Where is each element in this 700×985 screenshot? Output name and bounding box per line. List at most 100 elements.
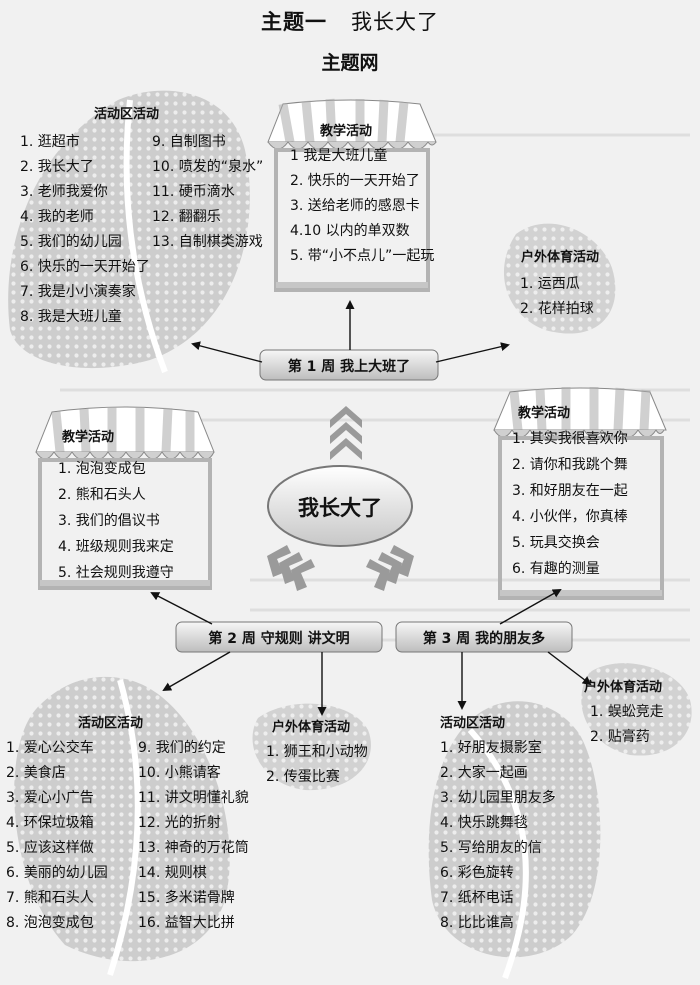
week3-outdoor-list: 1. 蜈蚣竞走 2. 贴膏药 bbox=[590, 700, 664, 750]
list-item: 1. 蜈蚣竞走 bbox=[590, 704, 664, 720]
list-item: 9. 自制图书 bbox=[152, 134, 226, 150]
list-item: 8. 比比谁高 bbox=[440, 915, 514, 931]
leaf-shape-week2-area bbox=[14, 676, 230, 976]
list-item: 1. 逛超市 bbox=[20, 134, 80, 150]
week2-area-list-col1: 1. 爱心公交车 2. 美食店 3. 爱心小广告 4. 环保垃圾箱 5. 应该这… bbox=[6, 736, 108, 936]
leaf-shape-week3-area bbox=[428, 701, 601, 980]
list-item: 2. 美食店 bbox=[6, 765, 66, 781]
week3-teaching-list: 1. 其实我很喜欢你 2. 请你和我跳个舞 3. 和好朋友在一起 4. 小伙伴，… bbox=[512, 426, 628, 582]
list-item: 4. 快乐跳舞毯 bbox=[440, 815, 528, 831]
chevron-down-right-icon bbox=[366, 545, 414, 591]
week3-teaching-heading: 教学活动 bbox=[518, 406, 571, 421]
list-item: 3. 幼儿园里朋友多 bbox=[440, 790, 556, 806]
list-item: 12. 翻翻乐 bbox=[152, 209, 221, 225]
list-item: 6. 快乐的一天开始了 bbox=[20, 259, 150, 275]
list-item: 5. 带“小不点儿”一起玩 bbox=[290, 248, 435, 264]
list-item: 1. 爱心公交车 bbox=[6, 740, 94, 756]
page-title: 主题一我长大了 bbox=[0, 6, 700, 36]
list-item: 4. 小伙伴，你真棒 bbox=[512, 509, 628, 525]
week1-outdoor-heading: 户外体育活动 bbox=[521, 250, 600, 265]
week1-area-list-col1: 1. 逛超市 2. 我长大了 3. 老师我爱你 4. 我的老师 5. 我们的幼儿… bbox=[20, 130, 150, 330]
list-item: 12. 光的折射 bbox=[138, 815, 221, 831]
theme-title: 我长大了 bbox=[351, 10, 439, 34]
leaf-shape-week3-outdoor bbox=[581, 663, 692, 756]
list-item: 16. 益智大比拼 bbox=[138, 915, 235, 931]
list-item: 2. 花样拍球 bbox=[520, 301, 594, 317]
list-item: 2. 请你和我跳个舞 bbox=[512, 457, 628, 473]
list-item: 15. 多米诺骨牌 bbox=[138, 890, 235, 906]
leaf-shape-week1-outdoor bbox=[503, 223, 616, 334]
list-item: 13. 神奇的万花筒 bbox=[138, 840, 249, 856]
week1-outdoor-list: 1. 运西瓜 2. 花样拍球 bbox=[520, 272, 594, 322]
week1-label: 第 1 周 我上大班了 bbox=[287, 359, 411, 375]
list-item: 2. 熊和石头人 bbox=[58, 487, 146, 503]
arrow-w3-outdoor bbox=[547, 651, 592, 686]
week1-teaching-list: 1 我是大班儿童 2. 快乐的一天开始了 3. 送给老师的感恩卡 4.10 以内… bbox=[290, 144, 434, 269]
list-item: 5. 写给朋友的信 bbox=[440, 840, 542, 856]
week3-area-list: 1. 好朋友摄影室 2. 大家一起画 3. 幼儿园里朋友多 4. 快乐跳舞毯 5… bbox=[440, 736, 556, 936]
week2-teaching-list: 1. 泡泡变成包 2. 熊和石头人 3. 我们的倡议书 4. 班级规则我来定 5… bbox=[58, 456, 174, 586]
list-item: 3. 和好朋友在一起 bbox=[512, 483, 628, 499]
list-item: 11. 讲文明懂礼貌 bbox=[138, 790, 249, 806]
list-item: 1. 狮王和小动物 bbox=[266, 744, 368, 760]
week3-pill-shape bbox=[395, 621, 573, 653]
list-item: 5. 社会规则我遵守 bbox=[58, 565, 174, 581]
list-item: 5. 玩具交换会 bbox=[512, 535, 600, 551]
list-item: 5. 我们的幼儿园 bbox=[20, 234, 122, 250]
list-item: 1 我是大班儿童 bbox=[290, 148, 388, 164]
stall-shape-week3-teaching bbox=[493, 387, 667, 600]
leaf-shape-week2-outdoor bbox=[252, 703, 371, 791]
week2-teaching-heading: 教学活动 bbox=[62, 430, 115, 445]
list-item: 1. 运西瓜 bbox=[520, 276, 580, 292]
list-item: 2. 传蛋比赛 bbox=[266, 769, 340, 785]
center-node-shape bbox=[267, 465, 413, 547]
list-item: 14. 规则棋 bbox=[138, 865, 207, 881]
theme-label: 主题一 bbox=[261, 10, 327, 34]
center-node-label: 我长大了 bbox=[298, 496, 382, 520]
week2-outdoor-list: 1. 狮王和小动物 2. 传蛋比赛 bbox=[266, 740, 368, 790]
list-item: 10. 喷发的“泉水” bbox=[152, 159, 264, 175]
list-item: 5. 应该这样做 bbox=[6, 840, 94, 856]
arrow-w2-area bbox=[162, 651, 231, 691]
stall-shape-week1-teaching bbox=[267, 98, 437, 292]
list-item: 2. 贴膏药 bbox=[590, 729, 650, 745]
week2-label: 第 2 周 守规则 讲文明 bbox=[208, 631, 350, 647]
arrow-w1-area bbox=[191, 341, 263, 363]
list-item: 13. 自制棋类游戏 bbox=[152, 234, 263, 250]
stall-shape-week2-teaching bbox=[35, 406, 215, 590]
list-item: 1. 其实我很喜欢你 bbox=[512, 431, 628, 447]
week1-pill-shape bbox=[259, 349, 439, 381]
list-item: 4. 我的老师 bbox=[20, 209, 94, 225]
list-item: 2. 大家一起画 bbox=[440, 765, 528, 781]
arrow-w1-outdoor bbox=[435, 342, 510, 363]
list-item: 7. 我是小小演奏家 bbox=[20, 284, 136, 300]
week1-area-heading: 活动区活动 bbox=[94, 107, 160, 122]
list-item: 7. 纸杯电话 bbox=[440, 890, 514, 906]
chevron-up-icon bbox=[330, 406, 362, 460]
week1-teaching-heading: 教学活动 bbox=[320, 124, 373, 139]
list-item: 11. 硬币滴水 bbox=[152, 184, 235, 200]
week2-area-list-col2: 9. 我们的约定 10. 小熊请客 11. 讲文明懂礼貌 12. 光的折射 13… bbox=[138, 736, 249, 936]
list-item: 4. 班级规则我来定 bbox=[58, 539, 174, 555]
list-item: 3. 送给老师的感恩卡 bbox=[290, 198, 420, 214]
week1-area-list-col2: 9. 自制图书 10. 喷发的“泉水” 11. 硬币滴水 12. 翻翻乐 13.… bbox=[152, 130, 263, 255]
list-item: 2. 快乐的一天开始了 bbox=[290, 173, 420, 189]
week3-area-heading: 活动区活动 bbox=[440, 716, 506, 731]
week2-area-heading: 活动区活动 bbox=[78, 716, 144, 731]
list-item: 8. 我是大班儿童 bbox=[20, 309, 122, 325]
list-item: 7. 熊和石头人 bbox=[6, 890, 94, 906]
week3-outdoor-heading: 户外体育活动 bbox=[584, 680, 663, 695]
week2-pill-shape bbox=[175, 621, 383, 653]
list-item: 10. 小熊请客 bbox=[138, 765, 221, 781]
list-item: 3. 我们的倡议书 bbox=[58, 513, 160, 529]
list-item: 1. 泡泡变成包 bbox=[58, 461, 146, 477]
connector-arrows bbox=[150, 300, 592, 716]
list-item: 9. 我们的约定 bbox=[138, 740, 226, 756]
arrow-w3-teaching bbox=[499, 589, 562, 625]
list-item: 6. 美丽的幼儿园 bbox=[6, 865, 108, 881]
list-item: 3. 老师我爱你 bbox=[20, 184, 108, 200]
list-item: 4.10 以内的单双数 bbox=[290, 223, 410, 239]
list-item: 6. 彩色旋转 bbox=[440, 865, 514, 881]
week2-outdoor-heading: 户外体育活动 bbox=[272, 720, 351, 735]
